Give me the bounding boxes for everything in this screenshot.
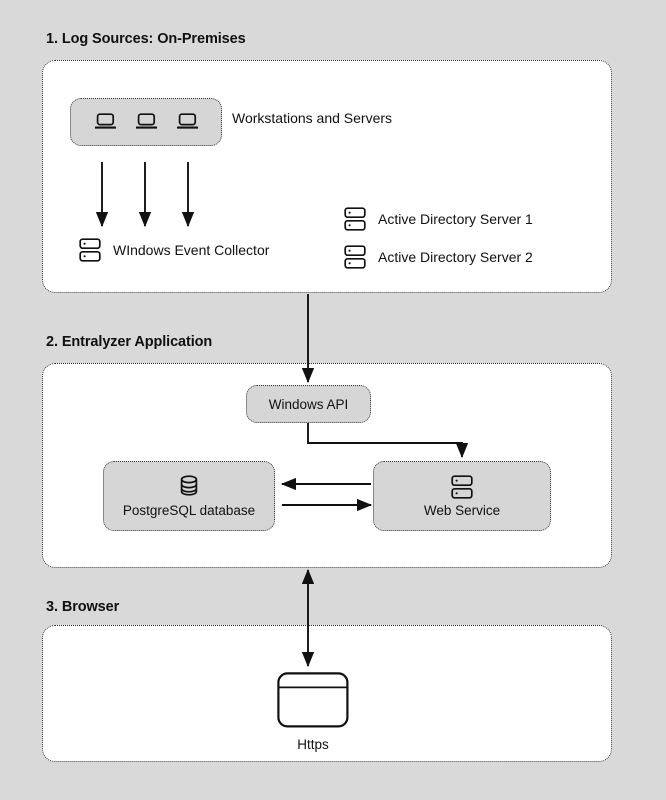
laptop-icon <box>176 112 199 132</box>
active-directory-server-2-node[interactable]: Active Directory Server 2 <box>343 244 533 270</box>
section-heading-application: 2. Entralyzer Application <box>46 334 213 350</box>
section-heading-browser: 3. Browser <box>46 599 120 615</box>
web-service-label: Web Service <box>423 503 501 518</box>
database-icon <box>177 474 201 500</box>
active-directory-server-1-node[interactable]: Active Directory Server 1 <box>343 206 533 232</box>
section-heading-log-sources: 1. Log Sources: On-Premises <box>46 31 246 47</box>
laptop-icon <box>94 112 117 132</box>
https-node[interactable]: Https <box>277 672 349 752</box>
workstations-and-servers-label-row: Workstations and Servers <box>232 110 392 126</box>
web-service-node[interactable]: Web Service <box>373 461 551 531</box>
windows-event-collector-node[interactable]: WIndows Event Collector <box>78 237 269 263</box>
active-directory-server-1-label: Active Directory Server 1 <box>378 211 533 227</box>
server-icon <box>78 237 102 263</box>
workstations-and-servers-label: Workstations and Servers <box>232 110 393 126</box>
windows-api-node[interactable]: Windows API <box>246 385 371 423</box>
https-label: Https <box>297 737 329 752</box>
browser-window-icon <box>277 672 349 728</box>
workstation-group-node[interactable] <box>70 98 222 146</box>
section-container-browser <box>42 625 612 762</box>
windows-event-collector-label: WIndows Event Collector <box>113 242 270 258</box>
windows-api-label: Windows API <box>268 396 349 412</box>
postgresql-database-node[interactable]: PostgreSQL database <box>103 461 275 531</box>
server-icon <box>343 244 367 270</box>
postgresql-database-label: PostgreSQL database <box>122 503 256 518</box>
laptop-icon <box>135 112 158 132</box>
server-icon <box>343 206 367 232</box>
server-icon <box>450 474 474 500</box>
active-directory-server-2-label: Active Directory Server 2 <box>378 249 533 265</box>
